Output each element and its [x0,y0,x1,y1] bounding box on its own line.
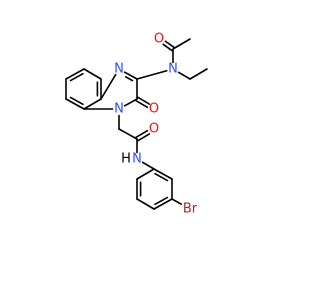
bond-benz_c2-benz_c3 [65,68,85,80]
atom-label-amide_nh-h: H [121,152,131,167]
bond-aryl_c4-aryl_c5 [136,198,155,210]
bond-aryl_c1-aryl_c2-inner [154,172,169,182]
atom-label-ring_n4: N [114,62,124,77]
bond-layer [65,38,208,210]
bond-acetyl_c-acetyl_o-b [162,43,173,52]
bond-linker_ch2-amide_c [118,128,138,140]
bond-ring_n4-ring_c3 [123,71,138,80]
bond-amide_nh-aryl_c1 [141,161,155,170]
bond-benz_c8a-benz_c1 [65,98,85,110]
atom-label-ring_n1: N [114,102,124,117]
bond-acetyl_c-acetyl_me [172,38,191,50]
bond-ring_c3-acetamide_n [136,69,168,80]
bond-benz_c8a-benz_c1-inner [69,96,84,106]
bond-ring_c2-keto_o-a [135,99,149,109]
bond-benz_c2-benz_c3-inner [69,72,84,82]
atom-label-amide_o: O [149,122,159,137]
atom-label-acetamide_n: N [168,62,178,77]
bond-ethyl_c1-ethyl_c2 [189,68,208,80]
bond-benz_c3-benz_c4 [83,68,102,80]
bond-ring_c2-keto_o-b [137,96,151,105]
bond-amide_c-amide_o-b [135,129,149,139]
bond-aryl_c3-aryl_c4-inner [154,196,169,206]
bond-aryl_c3-aryl_c4 [153,198,173,210]
bond-acetyl_c-acetyl_o-a [164,40,175,49]
atom-label-amide_nh: N [132,152,142,167]
atom-label-acetyl_o: O [154,32,164,47]
bond-aryl_c1-aryl_c2 [153,168,173,180]
bond-ring_n4-ring_c3-inner [124,76,134,82]
atom-label-keto_o: O [149,102,159,117]
bond-ring_c2-ring_n1 [123,98,138,107]
bond-benz_c4a-benz_c8a [83,98,102,110]
atom-label-bromo: Br [183,202,198,217]
bond-aryl_c6-aryl_c1 [136,168,155,180]
bond-aryl_c3-bromo [171,198,183,205]
bond-acetamide_n-ethyl_c1 [177,71,191,80]
bond-amide_c-amide_o-a [137,133,151,142]
bond-benz_c4a-ring_n4 [100,73,117,100]
